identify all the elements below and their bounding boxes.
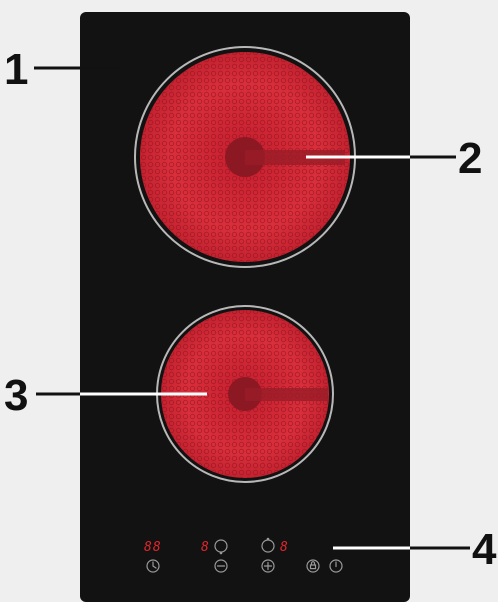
callout-label-2: 2 (458, 134, 482, 183)
callout-label-4: 4 (472, 525, 497, 574)
callout-label-1: 1 (4, 45, 28, 94)
rear-zone-display: 8 (201, 540, 210, 555)
timer-display: 88 (144, 540, 162, 555)
front-zone-display: 8 (280, 540, 289, 555)
callout-label-3: 3 (4, 371, 28, 420)
